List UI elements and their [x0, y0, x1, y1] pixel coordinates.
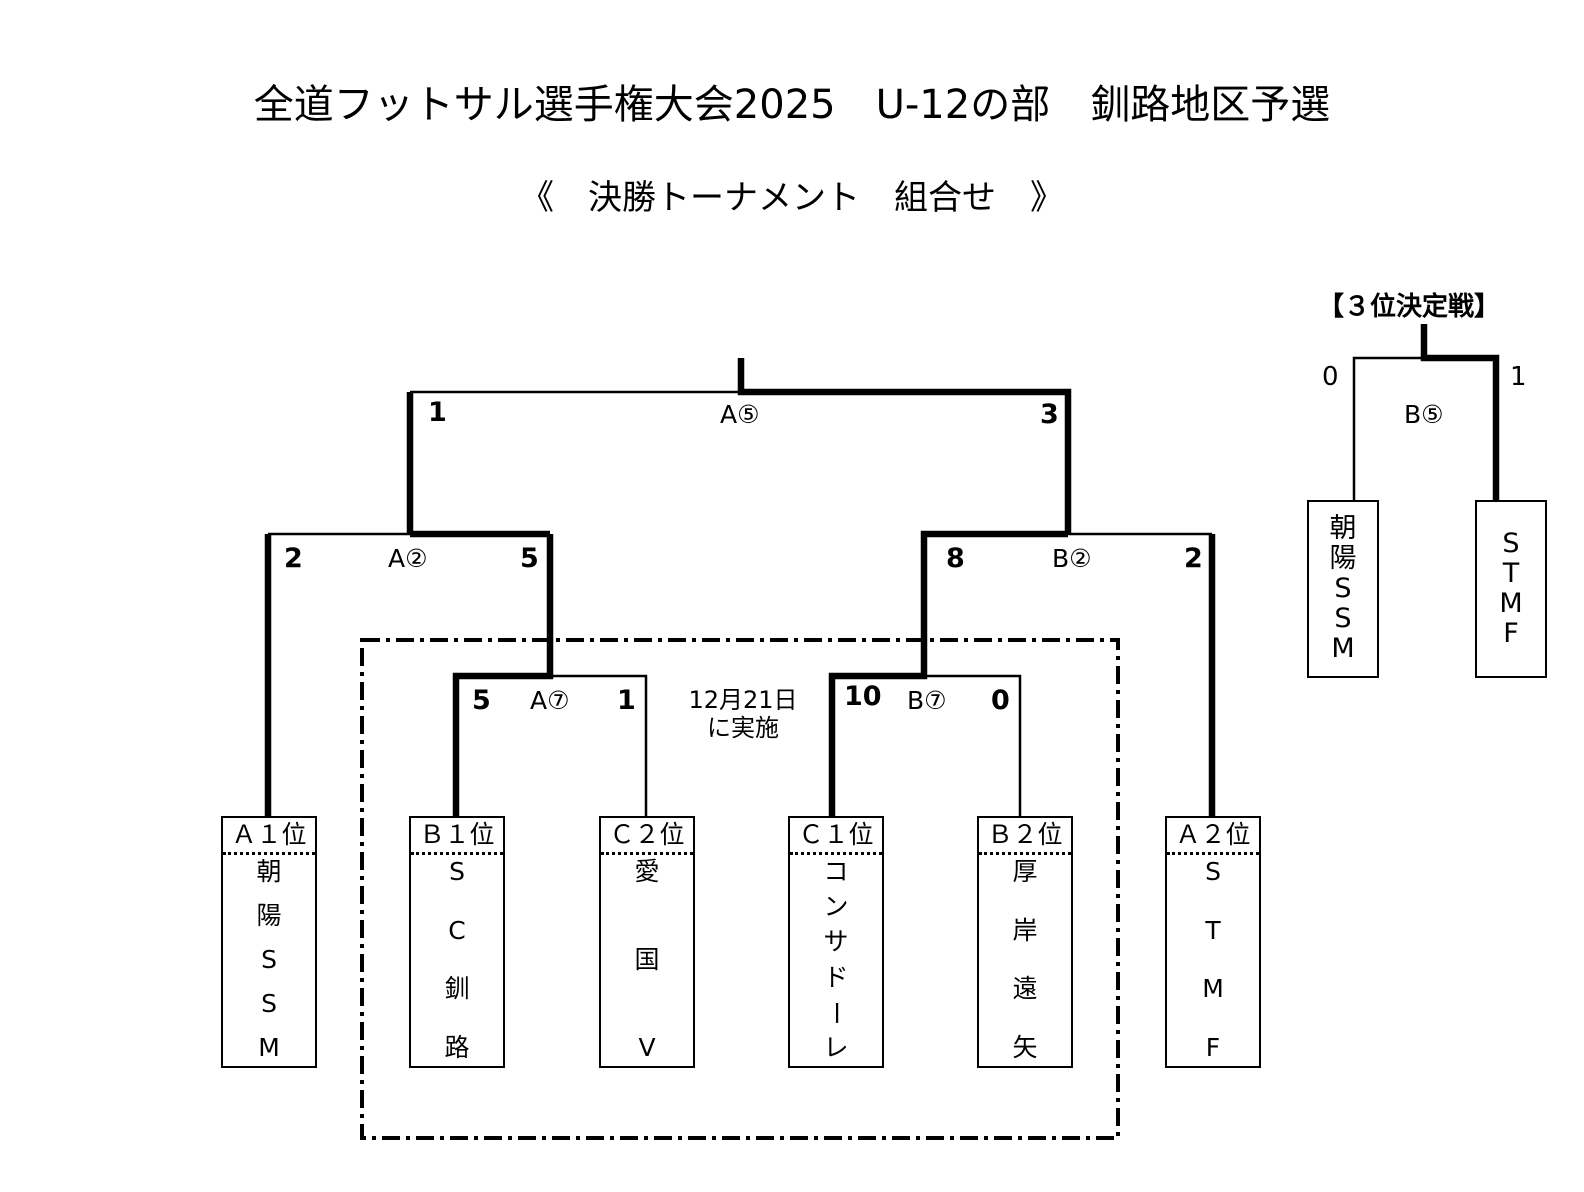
team-name-char: 厚: [1012, 857, 1038, 886]
team-name-char: M: [1202, 974, 1224, 1004]
page-title: 全道フットサル選手権大会2025 U-12の部 釧路地区予選: [253, 82, 1331, 128]
team-name-char: V: [638, 1033, 656, 1062]
a2-score-right: 5: [520, 543, 539, 574]
team-box-c1: Ｃ１位 コ ン サ ド ー レ: [788, 816, 884, 1068]
schedule-note-date: 12月21日: [688, 686, 798, 714]
third-place-score-right: 1: [1510, 362, 1527, 392]
team-name-char: ン: [823, 892, 849, 922]
team-name-char: 遠: [1012, 974, 1038, 1004]
team-name-char: 国: [634, 945, 660, 974]
team-name-char: S: [1334, 603, 1352, 634]
third-place-match-label: B⑤: [1404, 400, 1444, 429]
schedule-region: [360, 638, 1120, 1140]
team-name-char: F: [1205, 1032, 1221, 1062]
team-name-char: T: [1205, 915, 1221, 945]
team-box-b2: Ｂ２位 厚 岸 遠 矢: [977, 816, 1073, 1068]
thick-lines: [264, 324, 1500, 816]
a7-score-left: 5: [472, 685, 491, 716]
team-name-char: M: [1499, 588, 1523, 619]
team-seed: Ｃ２位: [601, 818, 693, 855]
team-box-a2: Ａ２位 S T M F: [1165, 816, 1261, 1068]
b7-score-left: 10: [844, 681, 882, 712]
team-name-char: コ: [823, 857, 849, 886]
team-name: 厚 岸 遠 矢: [979, 858, 1071, 1062]
team-name: S T M F: [1167, 858, 1259, 1062]
b2-score-right: 2: [1184, 543, 1203, 574]
third-place-team-left: 朝 陽 S S M: [1307, 500, 1379, 678]
team-seed: Ａ２位: [1167, 818, 1259, 855]
a7-match-label: A⑦: [530, 686, 570, 715]
team-name-char: S: [1205, 857, 1221, 886]
team-box-a1: Ａ１位 朝 陽 S S M: [221, 816, 317, 1068]
team-name-char: 愛: [634, 857, 660, 886]
a5-score-left: 1: [428, 397, 447, 428]
b7-score-right: 0: [991, 685, 1010, 716]
a5-score-right: 3: [1040, 399, 1059, 430]
team-name: S C 釧 路: [411, 858, 503, 1062]
team-name-char: M: [258, 1033, 280, 1062]
team-seed: Ｂ１位: [411, 818, 503, 855]
team-name-char: S: [1502, 528, 1520, 559]
team-name-char: S: [449, 857, 465, 886]
team-name-char: 陽: [256, 901, 282, 930]
team-name-char: ー: [821, 1000, 851, 1026]
team-box-c2: Ｃ２位 愛 国 V: [599, 816, 695, 1068]
team-seed: Ｂ２位: [979, 818, 1071, 855]
team-name-char: 岸: [1012, 915, 1038, 945]
team-name-char: S: [1334, 573, 1352, 604]
team-name: 朝 陽 S S M: [223, 858, 315, 1062]
thin-lines: [268, 356, 1424, 816]
team-name-char: S: [261, 945, 277, 974]
team-name-char: 朝: [1329, 513, 1357, 544]
team-name-char: 釧: [444, 974, 470, 1004]
team-name-char: 朝: [256, 857, 282, 886]
a7-score-right: 1: [617, 685, 636, 716]
team-name-char: T: [1502, 558, 1520, 589]
third-place-score-left: 0: [1322, 362, 1339, 392]
schedule-note-text: に実施: [707, 714, 779, 742]
page-subtitle: 《 決勝トーナメント 組合せ 》: [520, 178, 1064, 218]
a2-match-label: A②: [388, 544, 428, 573]
b2-match-label: B②: [1052, 544, 1092, 573]
schedule-note: 12月21日 に実施: [668, 686, 818, 742]
team-seed: Ａ１位: [223, 818, 315, 855]
b7-match-label: B⑦: [907, 686, 947, 715]
team-name-char: S: [261, 989, 277, 1018]
team-seed: Ｃ１位: [790, 818, 882, 855]
team-name-char: F: [1503, 618, 1519, 649]
b2-score-left: 8: [946, 543, 965, 574]
team-name-char: ド: [823, 962, 849, 992]
team-name-char: 路: [444, 1032, 470, 1062]
a2-score-left: 2: [284, 543, 303, 574]
third-place-title: 【３位決定戦】: [1318, 292, 1501, 322]
third-place-team-right: S T M F: [1475, 500, 1547, 678]
team-name-char: レ: [823, 1032, 849, 1062]
team-name: コ ン サ ド ー レ: [790, 858, 882, 1062]
team-name-char: 陽: [1329, 543, 1357, 574]
team-name: 愛 国 V: [601, 858, 693, 1062]
team-name-char: サ: [823, 927, 849, 957]
team-name-char: C: [448, 915, 466, 945]
team-name-char: 矢: [1012, 1032, 1038, 1062]
team-name-char: M: [1331, 633, 1355, 664]
team-box-b1: Ｂ１位 S C 釧 路: [409, 816, 505, 1068]
a5-match-label: A⑤: [720, 400, 760, 429]
